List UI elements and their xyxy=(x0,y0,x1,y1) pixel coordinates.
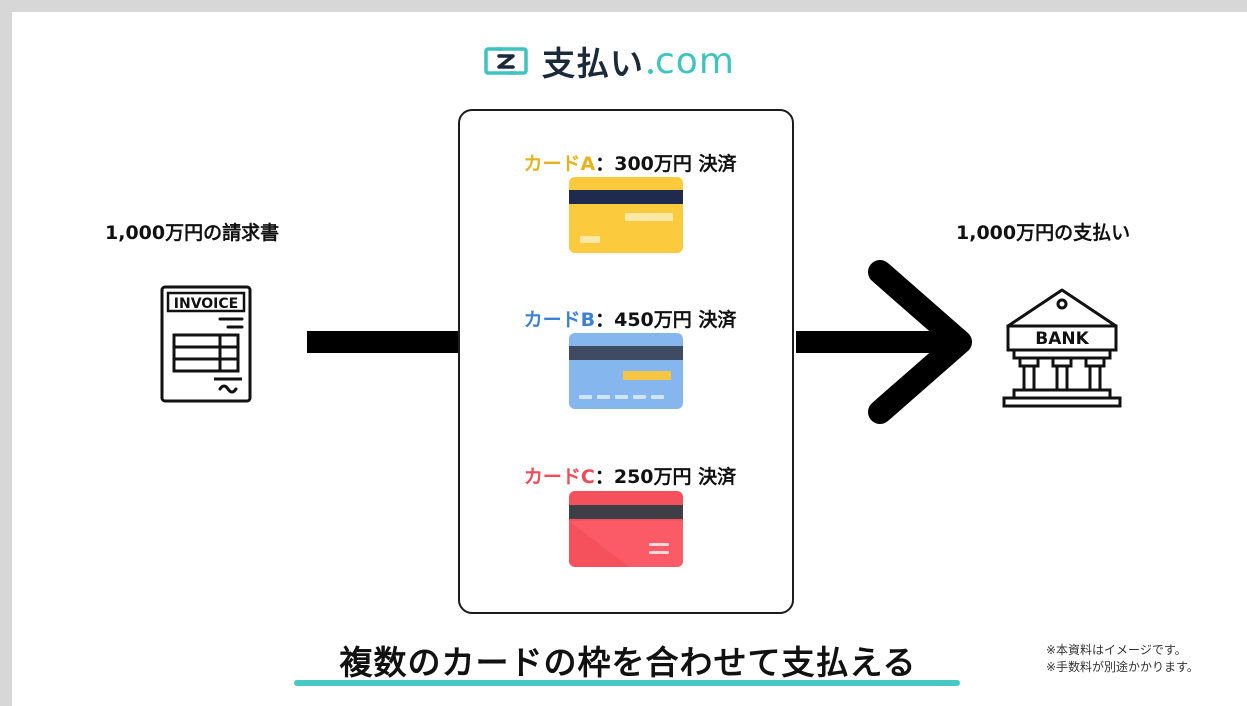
logo-dot xyxy=(648,69,653,74)
card-c-amount: 250万円 決済 xyxy=(613,466,737,488)
credit-card-blue-icon xyxy=(569,333,683,409)
payment-heading: 1,000万円の支払い xyxy=(956,222,1131,244)
card-a-label: カードA：300万円 決済 xyxy=(500,149,760,176)
invoice-icon-label: INVOICE xyxy=(174,296,238,312)
frame-border-top xyxy=(0,0,1247,12)
bank-icon-label: BANK xyxy=(1035,329,1089,349)
card-c-label: カードC：250万円 決済 xyxy=(500,462,760,489)
card-b-label: カードB：450万円 決済 xyxy=(500,305,760,332)
tagline: 複数のカードの枠を合わせて支払える xyxy=(339,643,917,682)
logo-mark-icon xyxy=(484,47,528,75)
card-a-separator: ： xyxy=(595,153,615,175)
flow-arrow-shaft-left xyxy=(307,331,459,353)
card-a-name: カードA xyxy=(523,153,596,175)
card-c-name: カードC xyxy=(523,466,595,488)
frame-border-left xyxy=(0,0,12,706)
invoice-heading: 1,000万円の請求書 xyxy=(105,222,280,244)
arrow-head-icon xyxy=(868,260,972,424)
credit-card-red-icon xyxy=(569,491,683,567)
card-b-separator: ： xyxy=(595,309,615,331)
disclaimer-notes: ※本資料はイメージです。 ※手数料が別途かかります。 xyxy=(1046,642,1199,676)
disclaimer-note: ※手数料が別途かかります。 xyxy=(1046,660,1199,674)
bank-icon: BANK xyxy=(1002,288,1122,408)
card-b-name: カードB xyxy=(523,309,596,331)
disclaimer-note: ※本資料はイメージです。 xyxy=(1046,643,1187,657)
invoice-icon: INVOICE xyxy=(160,285,252,403)
flow-arrow-shaft-right xyxy=(796,331,956,353)
tagline-underline xyxy=(294,680,960,686)
credit-card-yellow-icon xyxy=(569,177,683,253)
card-c-separator: ： xyxy=(594,466,614,488)
logo-text-com: com xyxy=(655,40,735,82)
card-a-amount: 300万円 決済 xyxy=(614,153,737,175)
cards-panel: カードA：300万円 決済 カードB：450万円 決済 カードC：250万円 決… xyxy=(458,109,794,614)
logo-text-jp: 支払い xyxy=(542,44,644,83)
card-b-amount: 450万円 決済 xyxy=(614,309,737,331)
logo: 支払い com xyxy=(484,36,735,86)
